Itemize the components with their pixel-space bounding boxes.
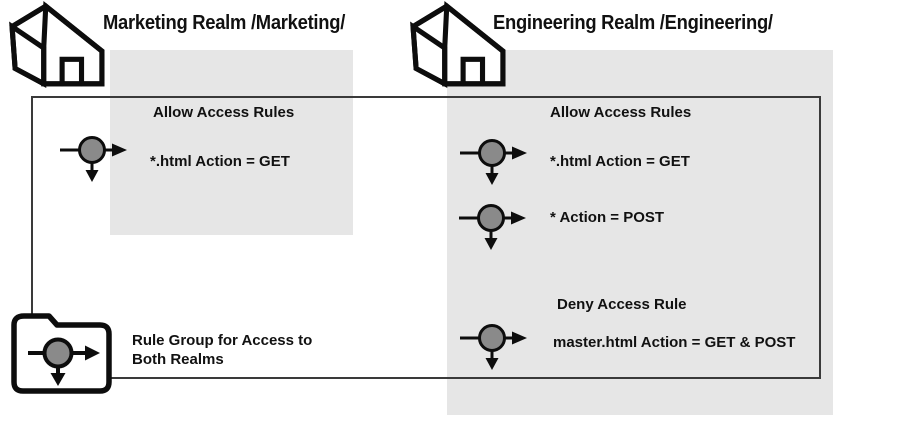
rule-icon xyxy=(460,139,527,185)
marketing-realm-panel xyxy=(110,50,353,235)
engineering-realm-title: Engineering Realm /Engineering/ xyxy=(493,12,773,34)
engineering-deny-rule: master.html Action = GET & POST xyxy=(553,334,796,351)
engineering-allow-heading: Allow Access Rules xyxy=(550,104,692,121)
engineering-realm-panel xyxy=(447,50,833,415)
marketing-allow-rule: *.html Action = GET xyxy=(150,153,290,170)
rule-icon xyxy=(459,204,526,250)
rule-group-boundary xyxy=(31,96,821,379)
engineering-deny-heading: Deny Access Rule xyxy=(557,296,687,313)
house-icon xyxy=(410,1,506,89)
marketing-realm-title: Marketing Realm /Marketing/ xyxy=(103,12,346,34)
rule-group-label-line2: Both Realms xyxy=(132,351,224,368)
house-icon xyxy=(9,1,105,89)
rule-icon xyxy=(60,136,127,182)
engineering-allow-rule-2: * Action = POST xyxy=(550,209,665,226)
rule-icon xyxy=(460,324,527,370)
marketing-allow-heading: Allow Access Rules xyxy=(153,104,295,121)
folder-rule-group-icon xyxy=(11,313,112,394)
engineering-allow-rule-1: *.html Action = GET xyxy=(550,153,690,170)
rule-group-label-line1: Rule Group for Access to xyxy=(132,332,313,349)
rule-icon xyxy=(28,337,100,386)
rule-group-label: Rule Group for Access to Both Realms xyxy=(132,331,312,369)
